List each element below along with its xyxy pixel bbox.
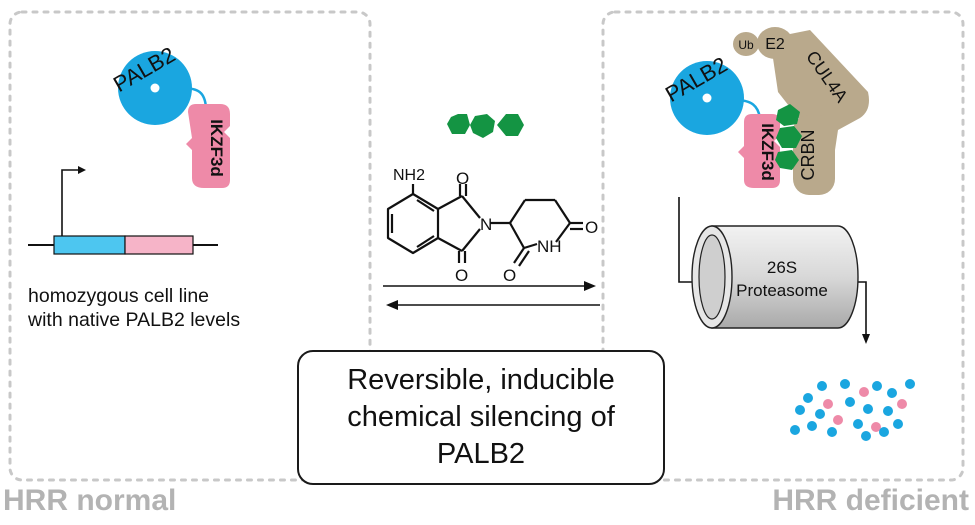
left-ikzf3d-tag — [186, 104, 230, 188]
crbn-label: CRBN — [798, 129, 818, 180]
right-ikzf3d-tag — [738, 114, 780, 188]
carbonyl-o-top: O — [456, 169, 469, 188]
left-caption-line1: homozygous cell line — [28, 285, 210, 307]
bound-degrader-icon — [775, 104, 802, 170]
e2-enzyme — [757, 27, 793, 59]
left-gene-pink-segment — [124, 235, 194, 255]
callout-line3: PALB2 — [436, 438, 526, 470]
proteasome-label-line1: 26S — [767, 258, 797, 277]
left-ikzf3d-label: IKZF3d — [207, 119, 226, 177]
callout-line1: Reversible, inducible — [347, 364, 615, 396]
carbonyl-o-right: O — [585, 218, 598, 237]
e3-ligase-complex: CUL4A CRBN E2 Ub — [733, 27, 869, 195]
left-palb2-construct: PALB2 IKZF3d — [109, 42, 230, 188]
ubiquitin — [733, 32, 759, 56]
left-gene-blue-segment — [53, 235, 126, 255]
carbonyl-o-bottom: O — [455, 266, 468, 285]
right-ikzf3d-label: IKZF3d — [758, 123, 777, 181]
proteasome-label-line2: Proteasome — [736, 281, 828, 300]
left-caption: homozygous cell line with native PALB2 l… — [28, 284, 240, 332]
left-caption-line2: with native PALB2 levels — [28, 309, 241, 331]
left-gene-locus — [28, 166, 218, 255]
glutarimide-nh-label: NH — [537, 237, 562, 256]
carbonyl-o-glutarimide: O — [503, 266, 516, 285]
summary-callout-box: Reversible, inducible chemical silencing… — [297, 350, 665, 485]
degradation-arrowhead-icon — [862, 334, 870, 344]
right-footer-label: HRR deficient — [772, 484, 969, 517]
callout-line2: chemical silencing of — [347, 401, 615, 433]
reversible-arrows — [383, 281, 600, 310]
degraded-peptide-fragments — [790, 379, 915, 441]
degrader-molecule-icon — [447, 114, 524, 138]
left-footer-label: HRR normal — [3, 484, 177, 517]
right-panel-frame — [601, 10, 965, 482]
e2-label: E2 — [765, 36, 785, 53]
ub-label: Ub — [738, 38, 754, 52]
amine-group-label: NH2 — [393, 167, 425, 184]
left-panel-frame — [8, 10, 372, 482]
pomalidomide-structure — [386, 184, 583, 267]
promoter-arrow-icon — [61, 169, 80, 236]
crbn-subunit — [793, 115, 835, 195]
cul4a-scaffold — [770, 30, 869, 150]
imide-n-label: N — [480, 215, 492, 234]
proteasome-26s: 26S Proteasome — [691, 225, 859, 329]
